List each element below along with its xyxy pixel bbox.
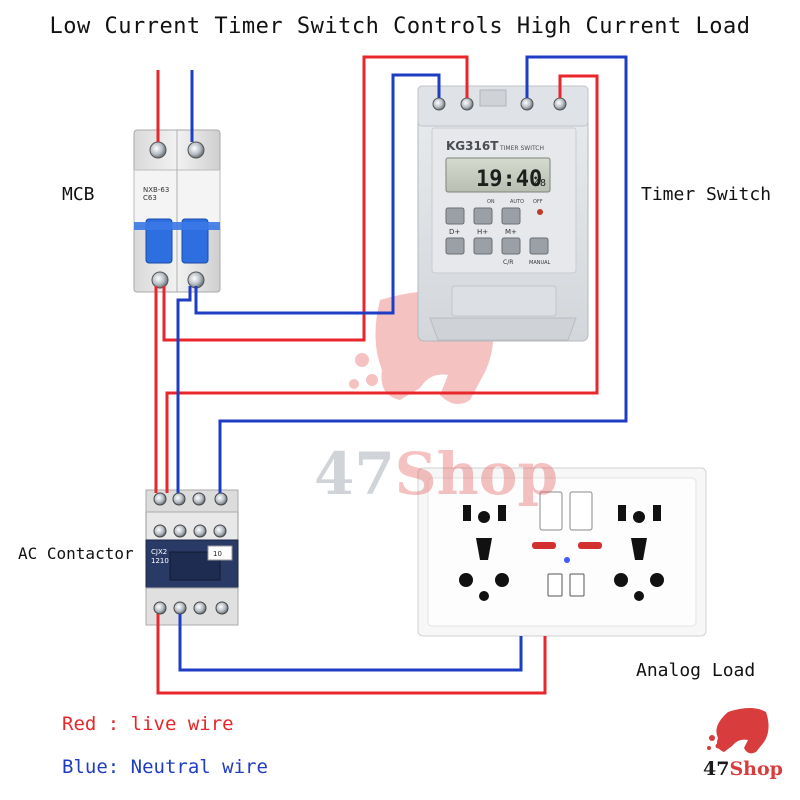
brand-text: 47Shop xyxy=(703,758,783,780)
contactor-terminal-t2 xyxy=(173,601,187,615)
usb-port-right-icon xyxy=(569,573,585,597)
timer-label-m: M+ xyxy=(505,228,517,236)
brand-dot-icon xyxy=(707,746,711,750)
timer-button-1[interactable] xyxy=(445,207,465,225)
timer-terminal-3 xyxy=(520,97,534,111)
timer-terminal-2 xyxy=(460,97,474,111)
timer-label-h: H+ xyxy=(477,228,488,236)
brand-elephant-icon xyxy=(716,708,769,754)
timer-subtitle: TIMER SWITCH xyxy=(499,145,544,152)
mcb-terminal-top-right xyxy=(187,141,205,159)
timer-label-on: ON xyxy=(487,199,495,205)
wire-neutral-mcb-to-contactor xyxy=(176,286,192,493)
contactor-terminal-a1 xyxy=(214,492,228,506)
ac-contactor-device: CJX2 1210 10 xyxy=(145,489,239,626)
wire-neutral-mcb-to-timer xyxy=(194,73,441,315)
label-ac-contactor: AC Contactor xyxy=(18,544,134,563)
timer-button-h[interactable] xyxy=(473,237,493,255)
watermark-word: Shop xyxy=(394,440,559,508)
socket-indicator-left xyxy=(532,542,556,549)
socket-led-icon xyxy=(564,557,570,563)
brand-dot-icon xyxy=(715,743,721,749)
timer-button-2[interactable] xyxy=(473,207,493,225)
timer-display xyxy=(445,157,551,193)
label-mcb: MCB xyxy=(62,184,95,205)
wires xyxy=(154,55,628,695)
timer-label-auto: AUTO xyxy=(510,199,524,205)
contactor-coil-4 xyxy=(213,524,227,538)
contactor-terminal-l2 xyxy=(172,492,186,506)
mcb-model: NXB-63 xyxy=(143,186,169,194)
timer-button-d[interactable] xyxy=(445,237,465,255)
legend-red: Red : live wire xyxy=(62,713,234,735)
label-analog-load: Analog Load xyxy=(636,660,756,681)
contactor-num: 10 xyxy=(213,550,222,558)
wire-neutral-timer-to-coil xyxy=(218,55,628,493)
contactor-terminal-t1 xyxy=(153,601,167,615)
timer-model: KG316T xyxy=(446,139,499,153)
analog-load-socket xyxy=(417,467,707,637)
usb-port-left-icon xyxy=(547,573,563,597)
brand-dot-icon xyxy=(709,735,715,741)
watermark-dot-icon xyxy=(349,379,359,389)
brand-number: 47 xyxy=(703,758,730,780)
wire-live-contactor-to-load xyxy=(156,614,547,695)
legend-blue: Blue: Neutral wire xyxy=(62,756,268,778)
page-title: Low Current Timer Switch Controls High C… xyxy=(49,14,751,39)
contactor-terminal-l3 xyxy=(192,492,206,506)
mcb-device: NXB-63 C63 xyxy=(133,129,221,293)
timer-button-manual[interactable] xyxy=(529,237,549,255)
wire-neutral-contactor-to-load xyxy=(178,614,523,672)
mcb-terminal-bottom-left xyxy=(151,271,169,289)
timer-seconds: 48 xyxy=(534,178,546,189)
mcb-terminal-top-left xyxy=(149,141,167,159)
watermark-dot-icon xyxy=(366,374,378,386)
timer-time: 19:40 xyxy=(476,167,542,192)
timer-label-manual: MANUAL xyxy=(529,260,551,266)
contactor-coil-2 xyxy=(173,524,187,538)
label-timer-switch: Timer Switch xyxy=(641,184,772,205)
contactor-terminal-14no xyxy=(215,601,229,615)
watermark-dot-icon xyxy=(355,353,369,367)
mcb-rating: C63 xyxy=(143,194,157,202)
socket-switch-right[interactable] xyxy=(569,491,593,531)
outlet-left-icon xyxy=(459,505,509,601)
timer-button-3[interactable] xyxy=(501,207,521,225)
socket-indicator-right xyxy=(578,542,602,549)
contactor-model: CJX2 xyxy=(151,548,167,556)
contactor-terminal-t3 xyxy=(193,601,207,615)
contactor-code: 1210 xyxy=(151,557,169,565)
timer-switch-device: KG316T TIMER SWITCH 19:40 48 ON AUTO OFF… xyxy=(417,85,589,342)
watermark-text: 47Shop xyxy=(314,440,558,508)
timer-terminal-1 xyxy=(432,97,446,111)
timer-label-cr: C/R xyxy=(503,259,513,266)
watermark-number: 47 xyxy=(314,440,395,508)
contactor-coil-3 xyxy=(193,524,207,538)
mcb-terminal-bottom-right xyxy=(187,271,205,289)
wire-live-mcb-to-timer xyxy=(162,55,469,342)
timer-button-m[interactable] xyxy=(501,237,521,255)
outlet-right-icon xyxy=(614,505,664,601)
brand-logo xyxy=(707,708,769,754)
contactor-coil-1 xyxy=(153,524,167,538)
socket-switch-left[interactable] xyxy=(539,491,563,531)
timer-label-off: OFF xyxy=(533,199,543,205)
timer-led-icon xyxy=(537,209,543,215)
timer-label-d: D+ xyxy=(449,228,460,236)
timer-terminal-4 xyxy=(553,97,567,111)
wire-live-timer-to-contactor xyxy=(165,74,599,493)
brand-word: Shop xyxy=(729,758,783,780)
contactor-terminal-l1 xyxy=(153,492,167,506)
